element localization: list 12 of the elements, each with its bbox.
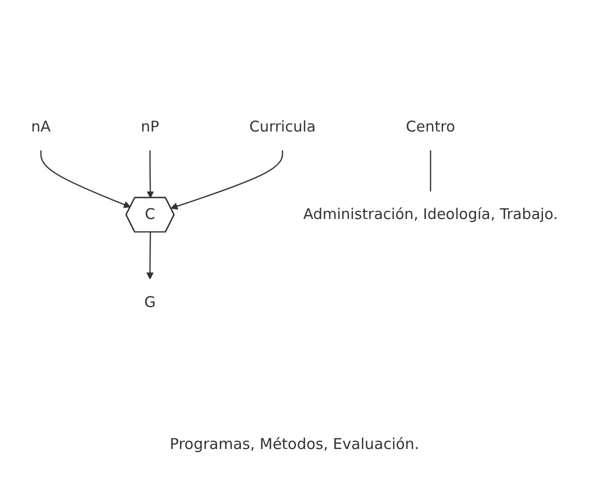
connector	[430, 150, 432, 192]
node-text: G	[144, 294, 156, 312]
node-text: nP	[140, 118, 160, 136]
arrow	[146, 150, 154, 199]
note-text: Programas, Métodos, Evaluación.	[168, 435, 420, 453]
node-text: Curricula	[249, 118, 316, 136]
node-text: nA	[31, 118, 51, 136]
arrow	[40, 150, 131, 208]
arrow	[146, 232, 154, 280]
arrow	[170, 150, 284, 210]
node-text: Administración, Ideología, Trabajo.	[303, 206, 558, 224]
node-text: Centro	[406, 118, 456, 136]
